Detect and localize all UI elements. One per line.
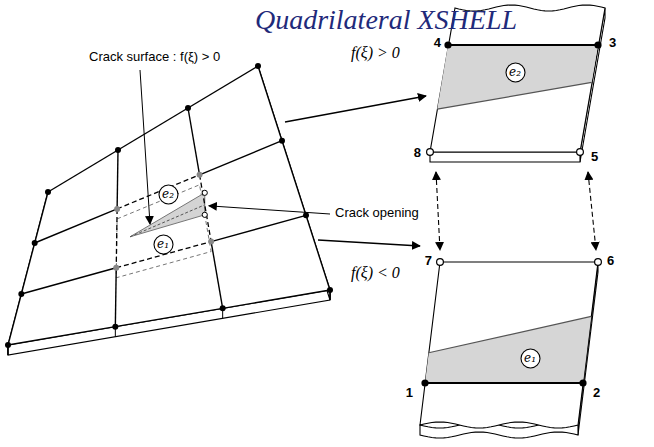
leader-line	[140, 70, 150, 224]
element-label: e₂	[509, 66, 521, 78]
phantom-node	[595, 259, 602, 266]
real-node	[579, 379, 586, 386]
separation-arrow	[588, 172, 596, 250]
element-edge	[35, 192, 48, 243]
element-edge	[258, 66, 282, 141]
mesh-node	[303, 212, 309, 218]
slab-top-face	[420, 262, 598, 428]
node-number: 6	[606, 254, 615, 268]
element-edge	[282, 141, 306, 216]
level-set-label: f(ξ) < 0	[350, 264, 401, 282]
element-circle: e₂	[158, 184, 179, 205]
mesh-node	[32, 240, 38, 246]
element-e1-region	[425, 316, 591, 383]
element-circle-shape	[521, 349, 540, 368]
mesh-node	[185, 105, 191, 111]
element-edge	[188, 66, 258, 108]
leader-line	[209, 206, 330, 214]
cracked-element-lower-face	[116, 185, 211, 278]
element-edge	[8, 327, 115, 345]
crack-line	[429, 316, 592, 352]
mesh-node	[45, 189, 51, 195]
element-edge	[8, 294, 21, 345]
phantom-node	[577, 149, 584, 156]
cracked-element-node	[113, 265, 119, 271]
crack-line	[437, 82, 592, 109]
cracked-element-edge	[117, 175, 199, 209]
exploded-elements	[420, 5, 605, 438]
mesh-node	[255, 63, 261, 69]
node-number: 5	[590, 150, 599, 164]
real-element-edge	[425, 382, 583, 384]
crack-surface-label: Crack surface : f(ξ) > 0	[88, 50, 221, 64]
shell-mesh	[5, 63, 333, 355]
element-label: e₂	[162, 188, 174, 200]
element-label: e₁	[157, 238, 169, 250]
element-circle-shape	[154, 235, 173, 254]
node-number: 3	[608, 36, 617, 50]
cracked-element-node	[197, 172, 203, 178]
mesh-node	[112, 324, 118, 330]
separation-arrow	[436, 172, 440, 250]
mesh-node	[5, 342, 11, 348]
element-circle: e₁	[520, 348, 541, 369]
slab-front-face	[430, 152, 580, 162]
phantom-node	[437, 259, 444, 266]
node-number: 1	[405, 386, 414, 400]
cracked-element-edge	[116, 209, 118, 268]
node-number: 8	[413, 146, 422, 160]
real-node	[421, 379, 428, 386]
element-edge	[211, 215, 306, 241]
crack-line	[130, 205, 205, 237]
level-set-label: f(ξ) > 0	[350, 44, 401, 62]
mesh-node	[327, 287, 333, 293]
mesh-node	[115, 147, 121, 153]
crack-opening-label: Crack opening	[334, 206, 420, 220]
element-edge	[200, 141, 282, 175]
element-edge	[188, 108, 200, 175]
phantom-node	[202, 212, 207, 217]
phantom-node	[202, 190, 207, 195]
element-edge	[115, 308, 222, 326]
element-edge	[48, 150, 118, 192]
element-edge	[116, 150, 118, 209]
node-number: 4	[433, 36, 442, 50]
explode-arrow	[318, 240, 420, 246]
element-edge	[21, 268, 116, 294]
element-label: e₁	[524, 352, 536, 364]
figure-title: Quadrilateral XSHELL	[255, 4, 517, 36]
cracked-element-edge	[200, 175, 212, 242]
mesh-node	[18, 291, 24, 297]
element-circle-shape	[506, 63, 525, 82]
element-edge	[115, 268, 117, 327]
element-edge	[21, 243, 34, 294]
real-node	[594, 41, 601, 48]
real-element-edge	[448, 44, 598, 46]
element-edge	[306, 215, 330, 290]
explode-arrow	[285, 96, 426, 122]
element-edge	[118, 108, 188, 150]
node-number: 2	[592, 386, 601, 400]
mesh-node	[279, 138, 285, 144]
element-circle-shape	[159, 185, 178, 204]
cracked-element-node	[208, 239, 214, 245]
cracked-element-node	[114, 206, 120, 212]
element-e2-region	[437, 45, 598, 109]
element-edge	[211, 242, 223, 309]
element-circle: e₂	[505, 62, 526, 83]
shell-top-face	[8, 66, 330, 345]
mesh-node	[220, 305, 226, 311]
element-edge	[35, 209, 117, 243]
node-number: 7	[424, 254, 433, 268]
phantom-node	[427, 149, 434, 156]
real-node	[444, 41, 451, 48]
element-edge	[223, 290, 330, 308]
element-circle: e₁	[153, 234, 174, 255]
